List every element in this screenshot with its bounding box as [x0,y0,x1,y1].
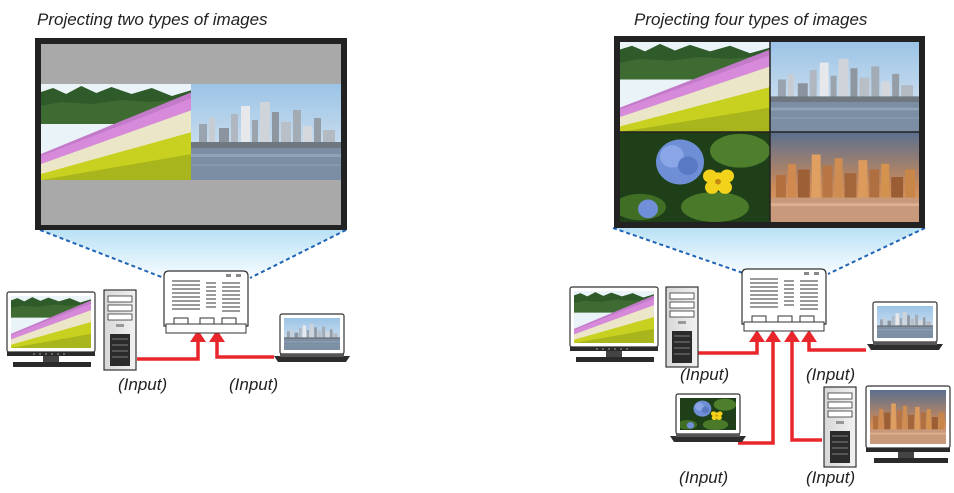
cable-pc-left [137,340,200,361]
laptop-icon [866,301,944,351]
arrow-head-right-2 [765,330,781,342]
cable-pc-right [697,340,759,355]
image-hydrangea-quad [614,132,770,222]
monitor-icon [570,287,658,362]
input-label: (Input) [118,375,168,394]
desktop-pc-icon [665,286,699,368]
desktop-pc-icon [103,289,137,371]
projector-icon [741,268,827,332]
input-label: (Input) [229,375,279,394]
desktop-pc-icon [823,386,857,468]
laptop-icon [273,313,351,363]
image-sunset-city-quad [770,132,919,222]
image-city-skyline [191,84,341,180]
left-panel [7,38,351,371]
left-panel-title: Projecting two types of images [37,10,268,29]
monitor-icon [7,292,95,367]
right-panel-title: Projecting four types of images [634,10,868,29]
input-label: (Input) [806,365,856,384]
projection-beam-left [40,230,346,276]
input-label: (Input) [806,468,856,487]
cable-laptop-right [807,340,866,352]
arrow-head-right-1 [749,330,765,342]
beam-edge-left-a [39,229,165,279]
right-panel [570,36,951,468]
arrow-head-right-4 [801,330,817,342]
cable-pc-bottom-right [790,340,822,442]
input-label: (Input) [679,468,729,487]
projection-beam-right [613,228,925,272]
beam-edge-left-b [249,229,347,279]
image-flower-field-quad [620,42,770,132]
cable-laptop-bottom-right [738,340,775,445]
monitor-icon [865,385,951,463]
beam-edge-right-a [612,227,747,275]
laptop-icon [669,393,747,443]
beam-edge-right-b [827,227,926,275]
image-city-skyline-quad [770,42,919,132]
arrow-head-left-2 [209,330,225,342]
projector-icon [163,270,249,334]
input-label: (Input) [680,365,730,384]
arrow-head-right-3 [784,330,800,342]
image-flower-field [41,84,192,180]
arrow-head-left-1 [190,330,206,342]
cable-laptop-left [215,340,274,359]
